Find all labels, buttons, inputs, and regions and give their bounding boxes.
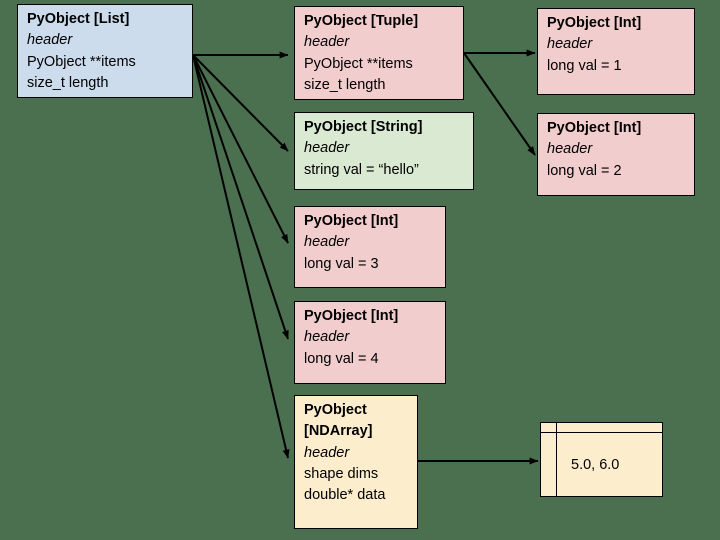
node-field: size_t length bbox=[304, 76, 386, 93]
node-pyobject-int-4[interactable]: PyObject [Int] header long val = 4 bbox=[294, 301, 446, 384]
node-header: header bbox=[304, 34, 350, 51]
edge-list-to-string bbox=[192, 54, 289, 152]
node-title: PyObject [Tuple] bbox=[304, 13, 419, 29]
buffer-value-cell: 5.0, 6.0 bbox=[571, 456, 620, 473]
buffer-index-cell bbox=[541, 433, 557, 496]
node-title: PyObject [Int] bbox=[547, 15, 642, 31]
node-header: header bbox=[304, 329, 350, 346]
node-pyobject-int-1[interactable]: PyObject [Int] header long val = 1 bbox=[537, 8, 695, 95]
node-header: header bbox=[27, 32, 73, 49]
node-pyobject-tuple[interactable]: PyObject [Tuple] header PyObject **items… bbox=[294, 6, 464, 100]
node-pyobject-ndarray[interactable]: PyObject [NDArray] header shape dims dou… bbox=[294, 395, 418, 529]
node-header: header bbox=[304, 234, 350, 251]
buffer-header-row bbox=[541, 423, 662, 433]
node-field: double* data bbox=[304, 487, 386, 504]
node-title: PyObject [Int] bbox=[304, 213, 399, 229]
node-field: PyObject **items bbox=[27, 53, 136, 70]
node-field: PyObject **items bbox=[304, 55, 413, 72]
node-field: long val = 4 bbox=[304, 350, 379, 367]
node-pyobject-string[interactable]: PyObject [String] header string val = “h… bbox=[294, 112, 474, 190]
node-field: long val = 1 bbox=[547, 57, 622, 74]
edge-tuple-to-int2 bbox=[463, 52, 536, 156]
node-header: header bbox=[547, 36, 593, 53]
node-header: header bbox=[304, 444, 350, 461]
data-buffer-table[interactable]: 5.0, 6.0 bbox=[540, 422, 663, 497]
node-pyobject-list[interactable]: PyObject [List] header PyObject **items … bbox=[17, 4, 193, 98]
node-title: PyObject [Int] bbox=[304, 308, 399, 324]
edge-list-to-ndarray bbox=[192, 54, 290, 459]
edge-list-to-int4 bbox=[192, 54, 289, 340]
node-title: PyObject [NDArray] bbox=[304, 402, 373, 440]
node-pyobject-int-3[interactable]: PyObject [Int] header long val = 3 bbox=[294, 206, 446, 288]
node-title: PyObject [String] bbox=[304, 119, 423, 135]
node-pyobject-int-2[interactable]: PyObject [Int] header long val = 2 bbox=[537, 113, 695, 196]
node-header: header bbox=[304, 140, 350, 157]
node-title: PyObject [Int] bbox=[547, 120, 642, 136]
node-field: long val = 2 bbox=[547, 162, 622, 179]
node-field: string val = “hello” bbox=[304, 161, 419, 178]
buffer-body-row: 5.0, 6.0 bbox=[541, 433, 662, 496]
node-header: header bbox=[547, 141, 593, 158]
node-field: size_t length bbox=[27, 74, 109, 91]
node-title: PyObject [List] bbox=[27, 11, 130, 27]
buffer-header-value-cell bbox=[557, 423, 662, 432]
edge-list-to-int3 bbox=[192, 54, 289, 244]
node-field: shape dims bbox=[304, 465, 379, 482]
buffer-header-index-cell bbox=[541, 423, 557, 432]
node-field: long val = 3 bbox=[304, 255, 379, 272]
